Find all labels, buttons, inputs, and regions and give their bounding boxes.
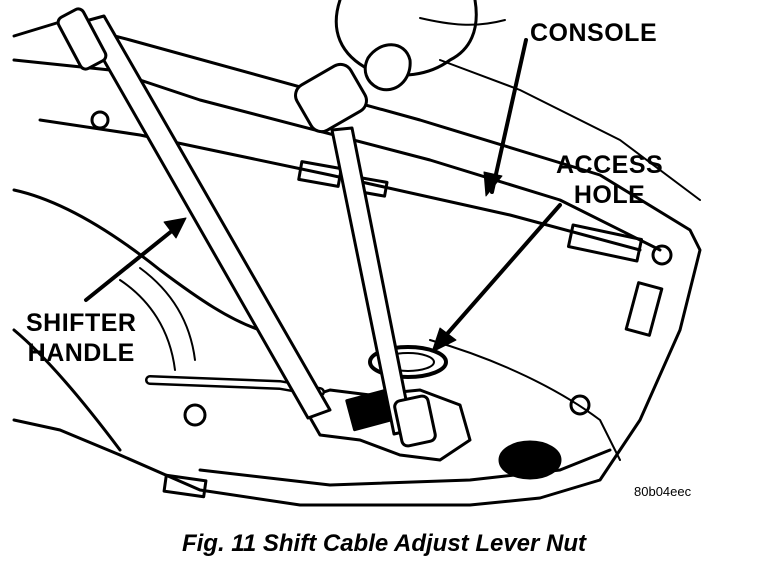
- hand-finger: [363, 43, 412, 92]
- console-inner-rail: [38, 118, 642, 252]
- console-right-trim: [439, 59, 701, 201]
- socket-handle: [294, 62, 368, 134]
- console-arrow: [490, 38, 528, 194]
- access-hole-label-line2: HOLE: [573, 181, 646, 209]
- console-clip: [297, 160, 343, 188]
- shifter-handle-label: SHIFTER HANDLE: [26, 308, 136, 368]
- console-lower-curve: [12, 328, 122, 452]
- console-right-lower: [429, 339, 621, 461]
- shifter-handle-label-line1: SHIFTER: [26, 309, 137, 337]
- shifter-handle-end: [56, 7, 108, 71]
- access-hole-label: ACCESS HOLE: [556, 150, 663, 210]
- socket-head: [393, 394, 437, 448]
- screw: [569, 394, 591, 416]
- hand-finger-line: [419, 17, 506, 26]
- console-side-curve: [12, 188, 262, 332]
- figure-caption: Fig. 11 Shift Cable Adjust Lever Nut: [181, 530, 587, 557]
- access-hole-arrowhead: [431, 327, 457, 353]
- console-foot: [498, 440, 562, 480]
- screw: [651, 244, 673, 266]
- console-label: CONSOLE: [530, 19, 658, 47]
- console-slot: [624, 281, 664, 337]
- access-hole-label-line1: ACCESS: [556, 151, 664, 179]
- shifter-handle: [80, 14, 332, 420]
- console-slot: [162, 473, 208, 499]
- console-arrowhead: [483, 171, 503, 197]
- console-floor-line: [198, 448, 612, 487]
- socket-extension: [330, 126, 414, 436]
- wiring: [119, 279, 176, 371]
- console-slot: [566, 223, 644, 263]
- shifter-handle-arrow: [84, 224, 180, 302]
- access-hole-arrow: [438, 203, 562, 344]
- shift-mechanism: [298, 388, 472, 462]
- access-hole: [368, 345, 448, 379]
- shifter-handle-arrowhead: [163, 217, 187, 239]
- screw: [183, 403, 207, 427]
- wiring: [139, 267, 196, 361]
- figure-id: 80b04eec: [634, 484, 692, 499]
- shifter-handle-label-line2: HANDLE: [27, 339, 135, 367]
- screw: [90, 110, 110, 130]
